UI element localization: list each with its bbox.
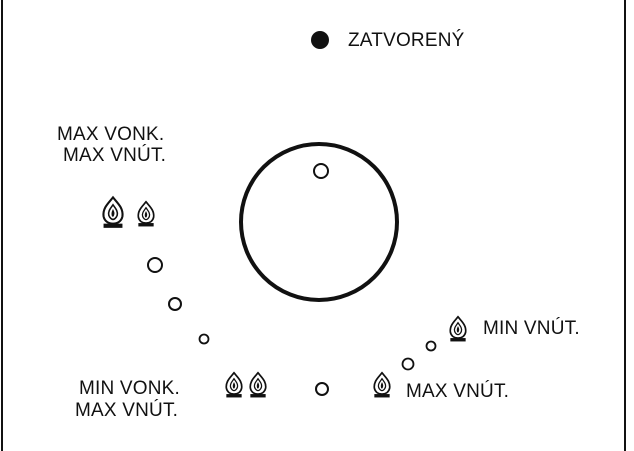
label-max-outer: MAX VONK. [57,124,165,145]
flame-icon [449,315,467,343]
position-dot-icon [168,297,182,311]
position-dot-icon [147,257,163,273]
knob-indicator-dot [313,163,329,179]
label-min-outer: MIN VONK. [79,378,181,399]
label-min-inner: MIN VNÚT. [483,318,580,339]
position-dot-icon [401,357,415,371]
label-max-inner-top: MAX VNÚT. [63,145,167,166]
label-max-inner-bottom-right: MAX VNÚT. [406,381,510,402]
closed-position-icon [311,31,329,49]
label-max-inner-bottom-left: MAX VNÚT. [75,400,179,421]
position-dot-icon [198,333,210,345]
position-dot-icon [315,382,329,396]
flame-large-icon [102,196,124,229]
flame-icon [249,371,267,399]
position-dot-icon [425,340,437,352]
flame-icon [225,371,243,399]
flame-icon [373,371,391,399]
label-closed: ZATVORENÝ [348,30,465,51]
flame-small-icon [137,200,155,228]
control-knob [239,142,399,302]
